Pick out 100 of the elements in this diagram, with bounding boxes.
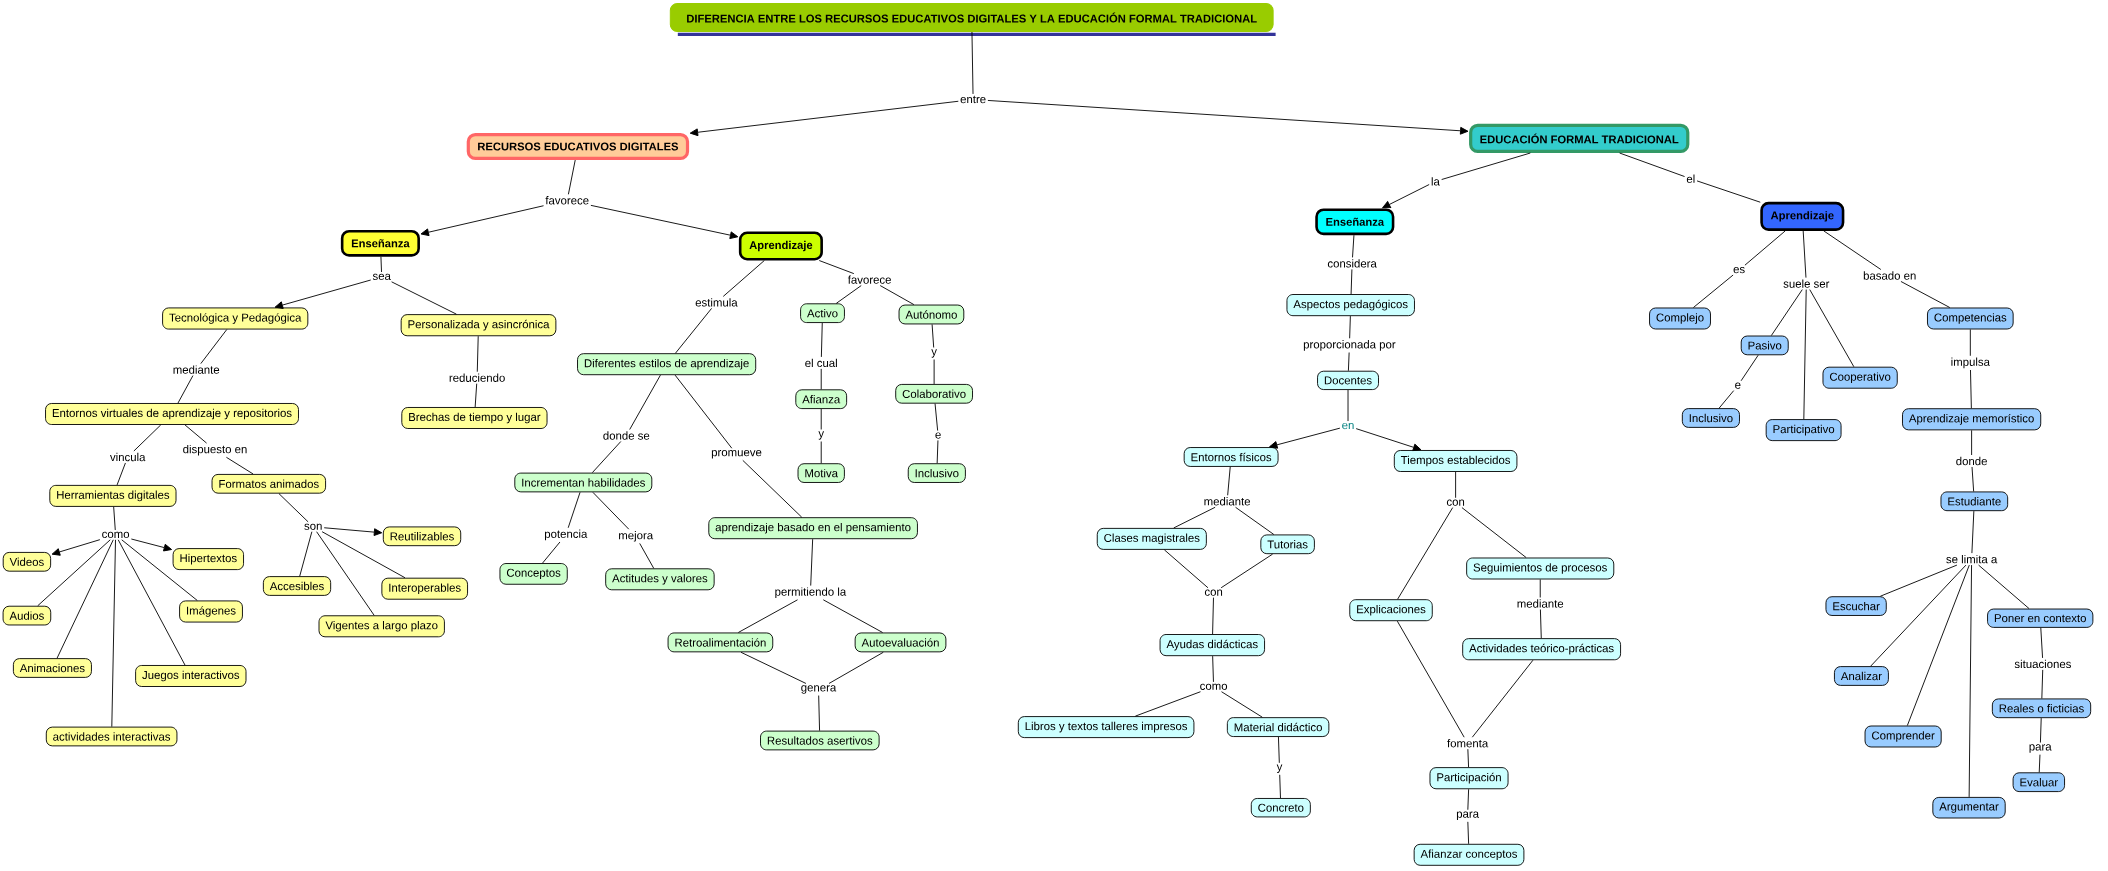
linking-phrase: estimula	[693, 296, 740, 308]
connector-line	[299, 531, 313, 577]
linking-phrase: basado en	[1861, 269, 1918, 282]
connector-line	[592, 491, 630, 530]
concept-box: Aprendizaje	[738, 231, 823, 261]
concept-box: EDUCACIÓN FORMAL TRADICIONAL	[1469, 123, 1690, 153]
linking-phrase: mediante	[1515, 597, 1566, 610]
connector-line	[200, 329, 228, 365]
connector-line	[1803, 289, 1807, 420]
connector-line	[674, 374, 733, 449]
concept-box: Entornos virtuales de aprendizaje y repositorios	[45, 403, 299, 425]
connector-line	[828, 651, 884, 684]
connector-line	[116, 462, 126, 486]
connector-line	[879, 285, 915, 306]
connector-line	[820, 322, 823, 358]
connector-line	[1235, 506, 1275, 535]
linking-phrase: e	[933, 430, 943, 440]
connector-line	[2038, 754, 2041, 773]
connector-line	[1906, 564, 1970, 726]
linking-phrase: proporcionada por	[1301, 338, 1398, 353]
title-box: DIFERENCIA ENTRE LOS RECURSOS EDUCATIVOS DIGITALES Y LA EDUCACIÓN FORMAL TRADICIONAL	[669, 2, 1276, 36]
linking-phrase: es	[1731, 265, 1747, 275]
concept-box: Aprendizaje	[1760, 201, 1845, 231]
concept-box: Evaluar	[2012, 772, 2065, 793]
linking-phrase: favorece	[543, 194, 591, 206]
concept-box: Autónomo	[898, 304, 965, 325]
linking-phrase: considera	[1326, 257, 1379, 269]
concept-box: Participativo	[1765, 419, 1842, 442]
arrow	[274, 279, 372, 309]
connector-line	[121, 539, 198, 601]
connector-line	[1692, 274, 1734, 308]
connector-line	[1696, 180, 1761, 203]
connector-line	[1279, 774, 1281, 799]
connector-line	[1397, 507, 1454, 600]
connector-line	[1461, 507, 1527, 558]
concept-box: Formatos animados	[211, 473, 327, 494]
concept-box: Clases magistrales	[1096, 527, 1207, 550]
connector-line	[1970, 369, 1972, 409]
connector-line	[1539, 609, 1542, 639]
concept-box: Diferentes estilos de aprendizaje	[577, 353, 757, 376]
linking-phrase: permitiendo la	[773, 586, 848, 600]
connector-line	[931, 323, 935, 348]
connector-line	[1212, 597, 1214, 635]
connector-line	[822, 599, 884, 633]
connector-line	[1347, 352, 1350, 372]
concept-box: Aprendizaje memorístico	[1902, 408, 2042, 431]
connector-line	[591, 441, 622, 474]
concept-box: Retroalimentación	[667, 632, 774, 653]
connector-line	[1396, 620, 1465, 738]
concept-box: Competencias	[1927, 307, 2014, 330]
linking-phrase: con	[1203, 588, 1225, 598]
connector-line	[820, 408, 822, 430]
connector-line	[629, 374, 661, 430]
concept-box: Audios	[2, 605, 52, 626]
concept-box: Comprender	[1864, 725, 1942, 748]
concept-box: Activo	[800, 303, 845, 324]
connector-line	[1221, 691, 1263, 718]
linking-phrase: e	[1733, 381, 1743, 391]
connector-line	[2041, 669, 2044, 699]
concept-box: Entornos físicos	[1183, 447, 1279, 467]
linking-phrase: y	[816, 429, 826, 442]
connector-line	[37, 539, 111, 607]
concept-box: Juegos interactivos	[135, 665, 247, 687]
connector-line	[818, 260, 855, 275]
concept-box: Personalizada y asincrónica	[400, 314, 557, 337]
arrow	[323, 527, 383, 536]
connector-line	[1173, 506, 1216, 529]
concept-box: Material didáctico	[1226, 717, 1330, 737]
connector-line	[117, 539, 186, 666]
concept-box: Videos	[2, 551, 52, 572]
connector-line	[1971, 510, 1975, 554]
concept-box: Vigentes a largo plazo	[318, 615, 445, 638]
concept-box: Tiempos establecidos	[1393, 450, 1518, 472]
concept-box: Libros y textos talleres impresos	[1017, 716, 1195, 739]
connector-line	[1163, 549, 1209, 589]
connector-line	[133, 424, 162, 452]
concept-box: Conceptos	[499, 563, 568, 585]
arrow	[689, 100, 959, 137]
concept-box: Actividades teórico-prácticas	[1462, 638, 1621, 661]
connector-line	[933, 359, 935, 385]
concept-box: aprendizaje basado en el pensamiento	[708, 517, 918, 540]
linking-phrase: suele ser	[1781, 278, 1831, 290]
connector-line	[1347, 389, 1349, 422]
connector-line	[567, 159, 576, 195]
linking-phrase: mejora	[616, 529, 655, 543]
concept-box: Aspectos pedagógicos	[1286, 294, 1415, 317]
linking-phrase: potencia	[542, 528, 589, 542]
linking-phrase: favorece	[846, 274, 893, 286]
concept-box: Actitudes y valores	[605, 568, 715, 591]
concept-box: Autoevaluación	[854, 632, 947, 653]
connector-line	[1278, 736, 1280, 764]
linking-phrase: vincula	[108, 451, 147, 463]
connector-line	[1740, 354, 1759, 382]
linking-phrase: y	[929, 347, 939, 360]
linking-phrase: mediante	[1202, 495, 1252, 507]
linking-phrase: reduciendo	[447, 372, 507, 384]
concept-box: Complejo	[1649, 307, 1711, 330]
concept-box: Poner en contexto	[1987, 608, 2094, 628]
connector-line	[722, 260, 765, 297]
linking-phrase: la	[1429, 175, 1442, 187]
